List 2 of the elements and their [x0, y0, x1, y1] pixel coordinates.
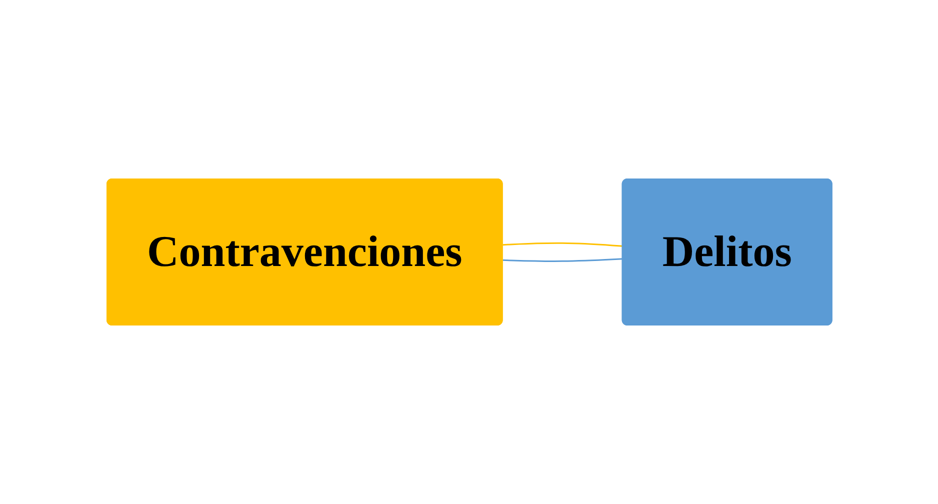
connector [502, 242, 622, 247]
connector [502, 258, 622, 262]
